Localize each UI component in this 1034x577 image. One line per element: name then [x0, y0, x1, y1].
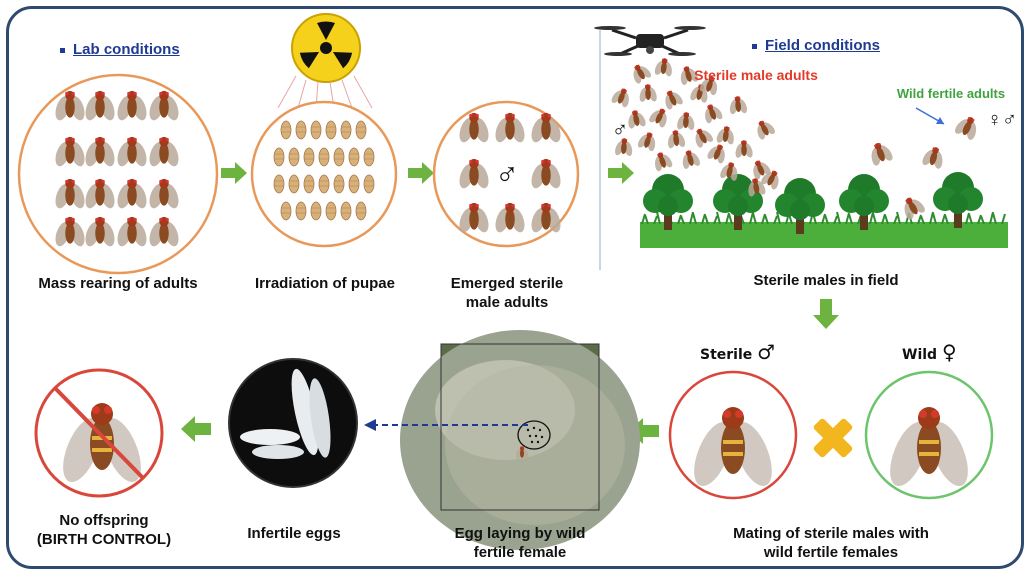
cross-icon: [812, 417, 853, 458]
pupa: [364, 148, 374, 166]
swarm-fly: [734, 140, 755, 159]
swarm-fly: [705, 141, 731, 166]
pupa: [349, 175, 359, 193]
wild-pointer-arrow: [916, 108, 944, 124]
label-sterile-field: Sterile males in field: [704, 272, 948, 291]
male-symbol-swarm: ♂: [608, 116, 632, 144]
pupa: [364, 175, 374, 193]
arrow-3: [608, 162, 634, 184]
wild-symbols: ♀♂: [982, 108, 1022, 133]
label-egg-laying: Egg laying by wild fertile female: [430, 525, 610, 563]
pupa: [296, 202, 306, 220]
label-no-offspring-line2: (BIRTH CONTROL): [14, 531, 194, 550]
label-egg-laying-line2: fertile female: [430, 544, 610, 563]
pupa: [274, 148, 284, 166]
pupae-circle: [252, 102, 396, 246]
label-sterile-male-adults: Sterile male adults: [676, 67, 836, 85]
pupa: [319, 175, 329, 193]
wild-fly: [897, 192, 928, 222]
pupa: [326, 121, 336, 139]
wild-fly: [951, 112, 983, 143]
swarm-fly: [609, 85, 635, 110]
label-egg-laying-line1: Egg laying by wild: [430, 525, 610, 544]
label-emerged-line2: male adults: [426, 294, 588, 313]
swarm-fly: [727, 95, 749, 115]
tree-1: [643, 174, 693, 230]
pupa: [311, 121, 321, 139]
pupa: [341, 202, 351, 220]
pupa: [319, 148, 329, 166]
arrow-down: [813, 299, 839, 329]
pupa: [304, 148, 314, 166]
swarm-fly: [627, 60, 654, 86]
wild-fly: [865, 139, 896, 168]
sterile-text: Sterile: [700, 347, 752, 363]
pupa: [281, 202, 291, 220]
pupa: [274, 175, 284, 193]
mass-rearing-circle: [19, 75, 217, 273]
pupa: [341, 121, 351, 139]
label-sterile-mating: Sterile ♂: [700, 340, 796, 365]
pupa: [311, 202, 321, 220]
arrow-left-2: [181, 416, 211, 442]
dashed-arrowhead: [364, 419, 376, 431]
swarm-fly: [700, 101, 725, 125]
swarm-fly: [660, 87, 686, 112]
swarm-fly: [675, 112, 696, 131]
swarm-fly: [635, 130, 660, 154]
label-emerged-line1: Emerged sterile: [426, 275, 588, 294]
label-wild-mating: Wild ♀: [902, 340, 982, 365]
label-mass-rearing: Mass rearing of adults: [8, 275, 228, 294]
label-emerged: Emerged sterile male adults: [426, 275, 588, 313]
emerged-male-symbol: ♂: [494, 154, 520, 194]
swarm-fly: [714, 125, 737, 146]
pupa: [334, 148, 344, 166]
pupa: [356, 121, 366, 139]
label-wild-fertile-adults: Wild fertile adults: [876, 86, 1026, 102]
arrow-1: [221, 162, 247, 184]
label-no-offspring-line1: No offspring: [14, 512, 194, 531]
pupa: [349, 148, 359, 166]
swarm-fly: [650, 149, 675, 173]
swarm-fly: [751, 116, 778, 142]
wild-symbol: ♀: [942, 340, 957, 364]
pupa: [334, 175, 344, 193]
pupa: [356, 202, 366, 220]
tree-5: [933, 172, 983, 228]
wild-text: Wild: [902, 347, 937, 363]
pupa: [289, 175, 299, 193]
arrow-2: [408, 162, 434, 184]
wild-fly: [919, 144, 947, 171]
label-irradiation: Irradiation of pupae: [232, 275, 418, 294]
egg-laying-photo: [400, 330, 640, 550]
swarm-fly: [653, 57, 675, 78]
label-mating: Mating of sterile males with wild fertil…: [686, 525, 976, 563]
label-mating-line2: wild fertile females: [686, 544, 976, 563]
sterile-symbol: ♂: [757, 340, 775, 364]
pupa: [304, 175, 314, 193]
pupa: [289, 148, 299, 166]
swarm-fly: [638, 84, 659, 103]
pupa: [296, 121, 306, 139]
swarm-fly: [678, 148, 702, 171]
label-mating-line1: Mating of sterile males with: [686, 525, 976, 544]
drone-icon: [594, 26, 706, 56]
pupa: [281, 121, 291, 139]
label-no-offspring: No offspring (BIRTH CONTROL): [14, 512, 194, 550]
field-landscape: [640, 172, 1008, 248]
pupa: [326, 202, 336, 220]
swarm-fly: [665, 129, 687, 149]
label-infertile-eggs: Infertile eggs: [214, 525, 374, 544]
radiation-icon: [292, 14, 360, 82]
